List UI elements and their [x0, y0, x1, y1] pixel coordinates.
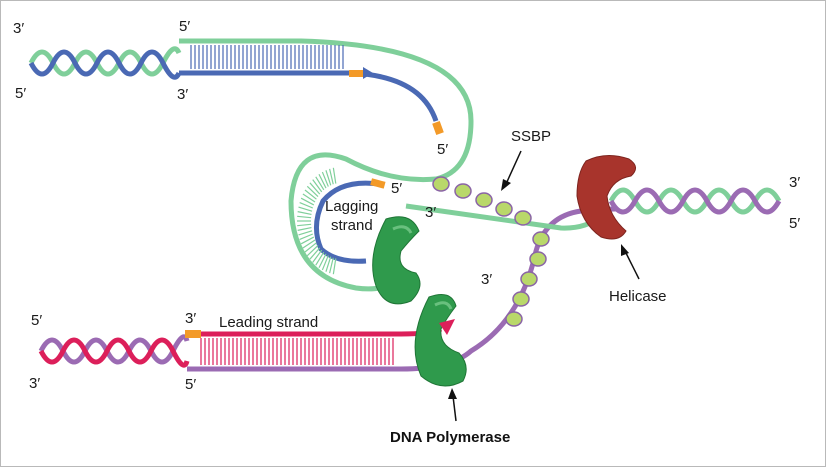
base-pair-rung — [299, 233, 314, 241]
top-mid-5-label: 5′ — [179, 18, 190, 35]
base-pair-rung — [298, 230, 313, 236]
lagging-strand-label-line1: Lagging — [325, 198, 378, 215]
ssbp-bead — [529, 251, 547, 267]
base-pair-rung — [312, 249, 323, 263]
base-pair-rung — [297, 223, 312, 227]
ssbp-bead — [520, 271, 538, 287]
base-pair-rung — [300, 236, 315, 245]
bottom-left-helix — [38, 334, 190, 368]
ssbp-bead — [532, 231, 550, 247]
base-pair-rung — [309, 182, 321, 195]
right-helix — [608, 187, 782, 215]
base-pair-rung — [325, 170, 332, 186]
base-pair-rung — [297, 215, 312, 219]
lagging-3-label: 3′ — [425, 204, 436, 221]
right-5-label: 5′ — [789, 215, 800, 232]
base-pair-rung — [304, 242, 317, 253]
bottom-mid-3-label: 3′ — [185, 310, 196, 327]
bottom-left-5-label: 5′ — [31, 312, 42, 329]
base-pair-rung — [300, 197, 315, 206]
base-pair-rung — [297, 211, 312, 215]
top-blue-fragment — [179, 70, 439, 122]
lagging-base-pairs — [297, 167, 337, 275]
base-pair-rung — [306, 244, 319, 257]
top-mid-3-label: 3′ — [177, 86, 188, 103]
top-fragment-arrowhead — [363, 67, 373, 79]
top-left-helix-green-strand — [28, 46, 182, 77]
right-helix-green-strand — [608, 187, 782, 215]
leading-arrowhead — [439, 319, 455, 335]
ssbp-bead — [514, 210, 532, 226]
ssbp-bead — [432, 176, 450, 192]
top-left-5-label: 5′ — [15, 85, 26, 102]
base-pair-rung — [318, 253, 327, 269]
base-pair-rung — [329, 257, 334, 274]
dna-polymerase-lower — [414, 294, 467, 387]
lagging-primer — [370, 178, 386, 189]
ssbp-proteins — [432, 176, 550, 327]
ssbp-label: SSBP — [511, 128, 551, 145]
bottom-left-3-label: 3′ — [29, 375, 40, 392]
ssbp-pointer-arrow — [501, 150, 522, 191]
base-pair-rung — [318, 173, 327, 189]
helicase-protein — [576, 155, 636, 240]
polymerase-pointer-arrow — [448, 388, 457, 422]
base-pair-rung — [304, 189, 317, 200]
base-pair-rung — [302, 193, 316, 203]
base-pair-rung — [329, 168, 334, 185]
base-pair-rung — [325, 256, 332, 272]
ssbp-bead — [495, 201, 513, 217]
base-pair-rung — [315, 176, 325, 191]
dna-polymerase-label: DNA Polymerase — [390, 429, 510, 446]
base-pair-rung — [306, 185, 319, 198]
helicase-label: Helicase — [609, 288, 667, 305]
base-pair-rung — [315, 251, 325, 266]
base-pair-rung — [332, 167, 337, 184]
ssbp-bead — [454, 183, 472, 199]
top-primer-2 — [432, 120, 444, 136]
bottom-left-helix-red-strand — [38, 337, 190, 368]
base-pair-rung — [302, 239, 316, 249]
base-pair-rung — [332, 258, 337, 275]
top-left-3-label: 3′ — [13, 20, 24, 37]
base-pair-rung — [297, 227, 312, 231]
base-pair-rung — [299, 201, 314, 209]
top-base-pairs — [190, 45, 344, 69]
ssbp-bead — [505, 311, 523, 327]
base-pair-rung — [321, 171, 329, 187]
ssbp-bead — [512, 291, 530, 307]
lagging-blue-fragment — [314, 180, 380, 264]
leading-primer — [185, 330, 201, 338]
right-helix-purple-strand — [608, 187, 782, 215]
ssbp-bead — [475, 192, 493, 208]
primer-5-lower-label: 5′ — [391, 180, 402, 197]
top-left-helix — [28, 46, 182, 80]
top-primer-1 — [349, 70, 363, 77]
top-green-template — [179, 38, 474, 292]
leading-strand-label: Leading strand — [219, 314, 318, 331]
mid-3-label: 3′ — [481, 271, 492, 288]
bottom-left-helix-purple-strand — [38, 334, 190, 365]
primer-5-upper-label: 5′ — [437, 141, 448, 158]
base-pair-rung — [298, 206, 313, 212]
base-pair-rung — [309, 247, 321, 260]
lagging-strand-label-line2: strand — [331, 217, 373, 234]
bottom-base-pairs — [200, 338, 394, 365]
top-left-helix-blue-strand — [28, 49, 182, 80]
bottom-mid-5-label: 5′ — [185, 376, 196, 393]
dna-polymerase-upper — [372, 216, 421, 305]
right-3-label: 3′ — [789, 174, 800, 191]
helicase-pointer-arrow — [621, 244, 640, 280]
base-pair-rung — [321, 255, 329, 271]
base-pair-rung — [312, 179, 323, 193]
